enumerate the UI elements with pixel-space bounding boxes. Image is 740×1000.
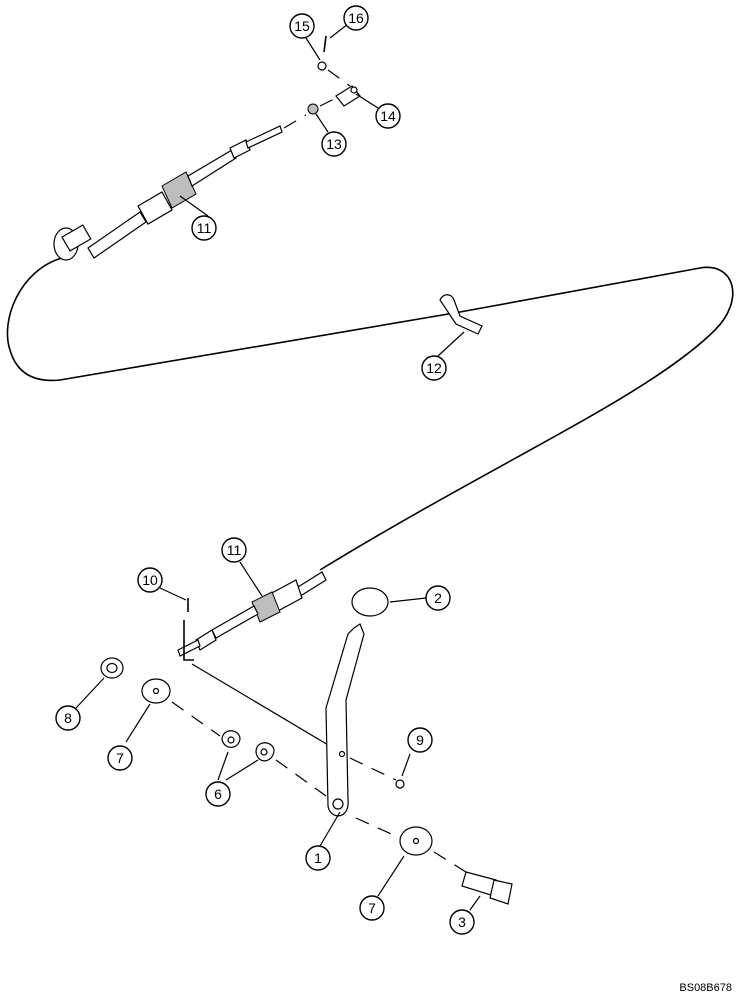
svg-text:7: 7 [368,900,376,916]
nut-13 [307,103,319,115]
callout-6: 6 [205,781,231,807]
washer-9 [395,779,405,789]
svg-text:8: 8 [64,710,72,726]
svg-text:11: 11 [227,542,242,558]
callout-11-lower: 11 [221,537,247,563]
svg-text:7: 7 [116,750,124,766]
lower-cable-assembly [177,571,327,657]
svg-text:3: 3 [458,914,466,930]
nut-8 [100,657,124,679]
callout-8: 8 [55,705,81,731]
clevis-14 [335,85,361,107]
callout-2: 2 [425,585,451,611]
svg-text:11: 11 [197,220,212,236]
washer-7-right [399,826,433,856]
spacer-6-b [255,742,275,762]
control-cable-loop [6,257,734,571]
pin-10 [183,598,194,661]
callout-9: 9 [407,727,433,753]
svg-text:14: 14 [380,108,396,124]
lever-1 [325,623,365,817]
svg-text:2: 2 [434,590,442,606]
cable-clip-12 [439,294,483,335]
upper-cable-assembly [53,125,283,261]
callout-7-right: 7 [359,895,385,921]
knob-2 [351,587,389,617]
callout-1: 1 [305,845,331,871]
svg-text:12: 12 [426,360,442,376]
callout-7-left: 7 [107,745,133,771]
callout-12: 12 [421,355,447,381]
callout-15: 15 [289,13,315,39]
pin-15 [317,61,327,71]
cotter-pin-16 [323,35,327,53]
svg-text:13: 13 [326,136,342,152]
svg-text:6: 6 [214,786,222,802]
svg-text:10: 10 [142,572,158,588]
callout-10: 10 [137,567,163,593]
svg-text:9: 9 [416,732,424,748]
bolt-3 [461,871,513,905]
callout-13: 13 [321,131,347,157]
callout-16: 16 [343,5,369,31]
svg-text:1: 1 [314,850,322,866]
svg-text:16: 16 [348,10,364,26]
spacer-6-a [221,730,241,748]
svg-text:15: 15 [294,18,310,34]
callout-14: 14 [375,103,401,129]
callout-11-upper: 11 [191,215,217,241]
reference-code: BS08B678 [679,982,732,994]
washer-7-left [141,678,171,704]
callout-3: 3 [449,909,475,935]
